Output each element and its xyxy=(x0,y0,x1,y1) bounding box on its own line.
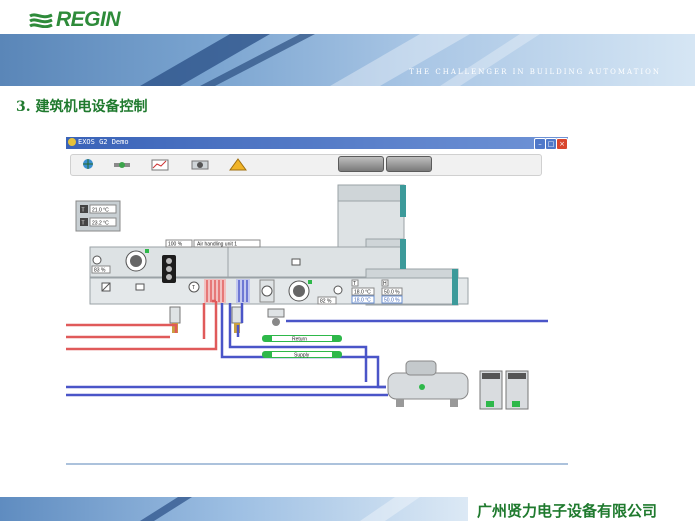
header-banner: THE CHALLENGER IN BUILDING AUTOMATION xyxy=(0,34,695,86)
outdoor-temp-2: 23.2 °C xyxy=(92,221,109,227)
outdoor-badge-1: T xyxy=(82,208,85,214)
heating-coil[interactable]: T xyxy=(188,279,226,303)
supply-temp-setpoint: 18.0 °C xyxy=(354,298,371,304)
supply-fan[interactable]: 82 % xyxy=(259,279,343,305)
slide-heading: 3. 建筑机电设备控制 xyxy=(16,99,148,115)
supply-hum-setpoint: 50.0 % xyxy=(384,298,400,304)
regin-logo-mark-icon xyxy=(29,13,53,28)
banner-graphic xyxy=(140,34,540,86)
heat-exchanger-icon[interactable] xyxy=(135,283,145,291)
chart-icon[interactable] xyxy=(149,157,171,172)
footer-graphic xyxy=(140,497,420,521)
globe-icon[interactable] xyxy=(77,157,99,172)
return-label: Return xyxy=(292,337,307,343)
app-window: EXOS G2 Demo – □ × xyxy=(66,137,568,465)
outdoor-badge-2: T xyxy=(82,221,85,227)
duct-network xyxy=(89,184,469,306)
condenser-units[interactable] xyxy=(479,370,529,410)
banner-tagline: THE CHALLENGER IN BUILDING AUTOMATION xyxy=(409,68,661,76)
supply-label: Supply xyxy=(294,353,310,359)
app-icon xyxy=(68,138,76,146)
humidifier-valve[interactable] xyxy=(267,308,285,326)
exhaust-fan-percent: 83 % xyxy=(94,268,106,274)
brand-logo: REGIN xyxy=(56,8,121,31)
silencer-icon[interactable] xyxy=(291,258,301,266)
damper-panel[interactable]: 100 % Air handling unit 1 xyxy=(162,239,261,283)
chiller-unit[interactable] xyxy=(387,360,469,407)
app-titlebar[interactable]: EXOS G2 Demo – □ × xyxy=(66,137,568,150)
damper-percent: 100 % xyxy=(168,242,183,248)
toolbar-button-right[interactable] xyxy=(386,156,432,172)
fan-icon[interactable] xyxy=(189,157,211,172)
chilled-water-pipes xyxy=(66,303,548,397)
heating-badge-t: T xyxy=(192,285,195,291)
valve-icon[interactable] xyxy=(111,157,133,172)
alarm-icon[interactable] xyxy=(227,157,249,172)
minimize-icon[interactable]: – xyxy=(534,138,546,150)
app-title: EXOS G2 Demo xyxy=(78,138,129,146)
supply-pipe-label: Supply xyxy=(262,351,342,359)
outdoor-sensor-panel[interactable]: T 21.0 °C T 23.2 °C xyxy=(75,200,121,232)
outdoor-temp-1: 21.0 °C xyxy=(92,208,109,214)
supply-badge-t: T xyxy=(353,281,356,287)
supply-badge-h: H xyxy=(383,281,387,287)
return-pipe-label: Return xyxy=(262,335,342,343)
unit-name-label: Air handling unit 1 xyxy=(197,242,237,248)
close-icon[interactable]: × xyxy=(556,138,568,150)
supply-hum-actual: 50.0 % xyxy=(384,290,400,296)
hot-water-pipes xyxy=(66,299,218,351)
company-name: 广州贤力电子设备有限公司 xyxy=(477,502,658,520)
exhaust-fan[interactable]: 83 % xyxy=(91,249,149,274)
cooling-coil[interactable] xyxy=(236,279,250,303)
supply-temp-actual: 18.0 °C xyxy=(354,290,371,296)
footer-banner xyxy=(0,497,468,521)
toolbar-button-left[interactable] xyxy=(338,156,384,172)
scada-diagram: T 21.0 °C T 23.2 °C 83 % 100 % Air xyxy=(66,184,568,465)
supply-fan-percent: 82 % xyxy=(320,299,332,305)
supply-sensor-panel[interactable]: T H 18.0 °C 18.0 °C 50.0 % 50.0 % xyxy=(351,279,403,304)
